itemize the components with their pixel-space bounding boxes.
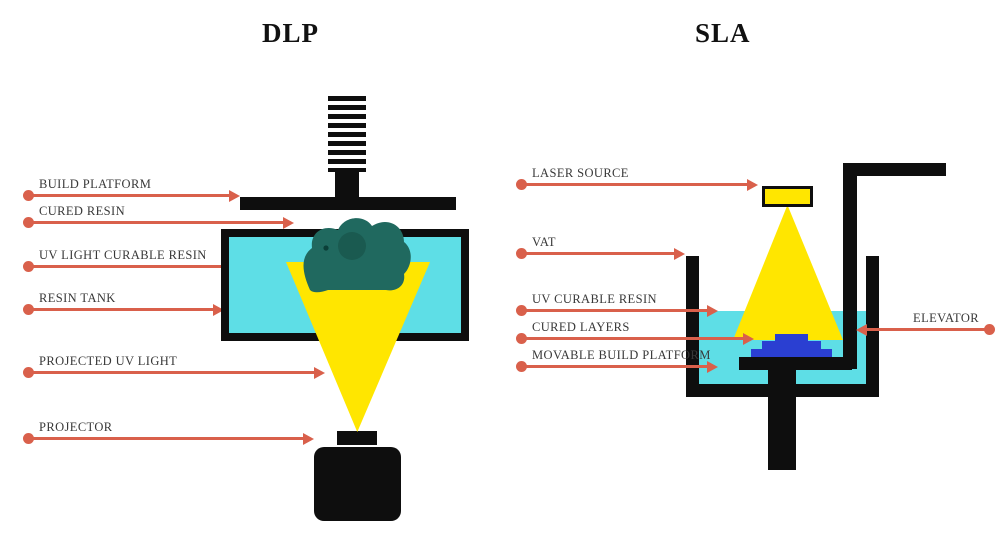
arrow-right-icon <box>314 367 325 379</box>
callout-text: BUILD PLATFORM <box>39 177 152 191</box>
callout-text: ELEVATOR <box>913 311 979 325</box>
callout-cured-layers: CURED LAYERS <box>516 320 754 345</box>
bullet-dot-icon <box>23 433 34 444</box>
callout-line <box>523 337 746 340</box>
callout-uv-curable-resin: UV CURABLE RESIN <box>516 292 718 317</box>
callout-line <box>30 221 286 224</box>
elevator-column <box>843 163 857 369</box>
projector-neck <box>337 431 377 447</box>
callout-projected-uv-light: PROJECTED UV LIGHT <box>23 354 325 379</box>
callout-line <box>30 437 306 440</box>
callout-vat: VAT <box>516 235 685 260</box>
vat-right-wall <box>866 256 879 397</box>
callout-text: PROJECTED UV LIGHT <box>39 354 178 368</box>
callout-projector: PROJECTOR <box>23 420 314 445</box>
cured-layer-top <box>775 334 808 341</box>
callout-line <box>866 328 988 331</box>
callout-cured-resin: CURED RESIN <box>23 204 294 229</box>
arrow-right-icon <box>707 305 718 317</box>
callout-text: UV LIGHT CURABLE RESIN <box>39 248 207 262</box>
arrow-right-icon <box>213 304 224 316</box>
arrow-right-icon <box>674 248 685 260</box>
bullet-dot-icon <box>516 361 527 372</box>
callout-line <box>523 252 677 255</box>
arrow-right-icon <box>747 179 758 191</box>
callout-line <box>523 365 710 368</box>
callout-text: LASER SOURCE <box>532 166 629 180</box>
bullet-dot-icon <box>516 333 527 344</box>
callout-line <box>30 371 317 374</box>
callout-text: RESIN TANK <box>39 291 116 305</box>
movable-build-platform-shape <box>739 357 852 370</box>
callout-resin-tank: RESIN TANK <box>23 291 224 316</box>
bullet-dot-icon <box>516 179 527 190</box>
callout-text: PROJECTOR <box>39 420 113 434</box>
arrow-right-icon <box>707 361 718 373</box>
bullet-dot-icon <box>984 324 995 335</box>
callout-elevator: ELEVATOR <box>856 311 995 336</box>
callout-line <box>30 308 216 311</box>
arrow-right-icon <box>743 333 754 345</box>
bullet-dot-icon <box>23 190 34 201</box>
bullet-dot-icon <box>23 261 34 272</box>
arrow-right-icon <box>229 190 240 202</box>
threaded-rod <box>328 96 366 172</box>
callout-line <box>523 309 710 312</box>
callout-text: MOVABLE BUILD PLATFORM <box>532 348 711 362</box>
arrow-left-icon <box>856 324 867 336</box>
arrow-right-icon <box>303 433 314 445</box>
callout-line <box>30 265 240 268</box>
bullet-dot-icon <box>23 304 34 315</box>
callout-laser-source: LASER SOURCE <box>516 166 758 191</box>
callout-text: VAT <box>532 235 556 249</box>
bullet-dot-icon <box>516 248 527 259</box>
callout-build-platform: BUILD PLATFORM <box>23 177 240 202</box>
vat-left-wall <box>686 256 699 397</box>
laser-source-shape <box>762 186 813 207</box>
cured-layer-middle <box>762 341 821 349</box>
platform-post <box>768 370 796 470</box>
elephant-ear-icon <box>338 232 366 260</box>
callout-text: CURED LAYERS <box>532 320 630 334</box>
projector-body <box>314 447 401 521</box>
bullet-dot-icon <box>516 305 527 316</box>
diagram-title-dlp: DLP <box>262 18 319 48</box>
arrow-right-icon <box>283 217 294 229</box>
elephant-eye-icon <box>323 245 329 251</box>
cured-layer-bottom <box>751 349 832 357</box>
bullet-dot-icon <box>23 217 34 228</box>
callout-movable-build-platform: MOVABLE BUILD PLATFORM <box>516 348 718 373</box>
callout-uv-light-curable-resin: UV LIGHT CURABLE RESIN <box>23 248 248 273</box>
drive-shaft <box>335 168 359 200</box>
callout-line <box>523 183 750 186</box>
elevator-arm <box>843 163 946 176</box>
diagram-title-sla: SLA <box>695 18 751 48</box>
callout-text: UV CURABLE RESIN <box>532 292 657 306</box>
bullet-dot-icon <box>23 367 34 378</box>
callout-text: CURED RESIN <box>39 204 126 218</box>
cured-resin-object <box>303 218 411 293</box>
build-platform-shape <box>240 197 456 210</box>
callout-line <box>30 194 232 197</box>
